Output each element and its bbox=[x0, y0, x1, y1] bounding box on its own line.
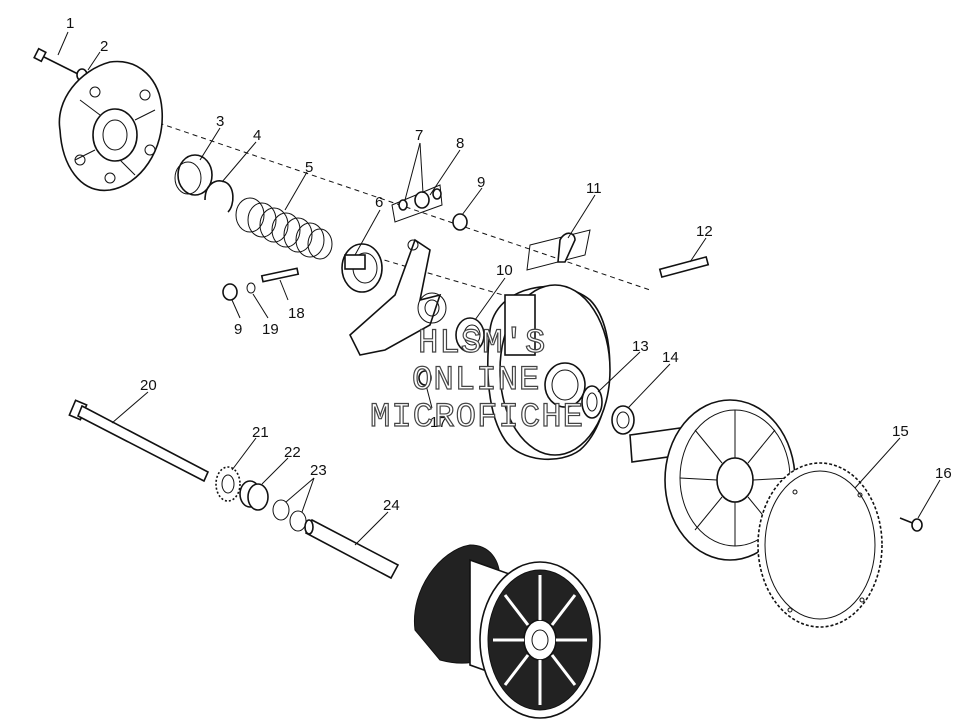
callout-1: 1 bbox=[66, 15, 74, 32]
assembled-clutch bbox=[413, 544, 601, 719]
weight-arm bbox=[349, 238, 447, 356]
callout-21: 21 bbox=[252, 424, 269, 441]
part-20-shaft-bolt bbox=[68, 399, 210, 483]
callout-5: 5 bbox=[305, 159, 313, 176]
part-11-bracket bbox=[526, 229, 591, 271]
callout-17: 17 bbox=[430, 414, 447, 431]
part-23-orings bbox=[272, 499, 307, 532]
callout-22: 22 bbox=[284, 444, 301, 461]
part-19-oring bbox=[246, 282, 256, 294]
callout-9-lower: 9 bbox=[234, 321, 242, 338]
part-18-pin bbox=[260, 267, 300, 283]
part-4-snap-ring bbox=[204, 180, 234, 213]
callout-18: 18 bbox=[288, 305, 305, 322]
callout-23: 23 bbox=[310, 462, 327, 479]
part-10-bushing bbox=[455, 317, 485, 353]
callout-7: 7 bbox=[415, 127, 423, 144]
callout-24: 24 bbox=[383, 497, 400, 514]
callout-11: 11 bbox=[586, 180, 602, 197]
part-6-ramp bbox=[341, 243, 383, 293]
part-9-roller-lower bbox=[222, 283, 238, 301]
part-15-ring-gear bbox=[757, 462, 883, 628]
part-17-fastener bbox=[418, 370, 432, 386]
part-13-washer bbox=[581, 385, 603, 419]
watermark-line-2: ONLINE bbox=[412, 362, 540, 400]
callout-4: 4 bbox=[253, 127, 261, 144]
callout-10: 10 bbox=[496, 262, 513, 279]
callout-16: 16 bbox=[935, 465, 952, 482]
callout-labels: 1 2 3 4 5 6 7 8 9 9 10 11 12 13 14 15 16… bbox=[66, 15, 952, 514]
callout-20: 20 bbox=[140, 377, 157, 394]
part-1-bolt bbox=[33, 47, 79, 75]
callout-15: 15 bbox=[892, 423, 909, 440]
part-22-bushing bbox=[239, 480, 269, 511]
callout-19: 19 bbox=[262, 321, 279, 338]
part-3-bushing bbox=[174, 154, 213, 196]
part-12-pin bbox=[658, 255, 710, 279]
watermark-line-1: HLSM'S bbox=[418, 325, 546, 363]
part-7-8-bracket bbox=[391, 184, 443, 223]
part-9-roller-upper bbox=[452, 213, 468, 231]
callout-14: 14 bbox=[662, 349, 679, 366]
part-16-screw bbox=[899, 517, 923, 532]
part-14-washer bbox=[611, 405, 635, 435]
watermark: HLSM'S ONLINE MICROFICHE bbox=[369, 324, 584, 437]
callout-12: 12 bbox=[696, 223, 713, 240]
watermark-line-3: MICROFICHE bbox=[370, 399, 584, 437]
movable-sheave bbox=[487, 284, 611, 461]
part-21-lock-washer bbox=[215, 466, 241, 502]
part-24-sleeve bbox=[304, 518, 400, 580]
callout-3: 3 bbox=[216, 113, 224, 130]
part-5-spring bbox=[235, 197, 333, 260]
callout-9-upper: 9 bbox=[477, 174, 485, 191]
callout-6: 6 bbox=[375, 194, 383, 211]
cover-cap bbox=[58, 60, 163, 192]
leader-lines bbox=[57, 31, 941, 546]
callout-13: 13 bbox=[632, 338, 649, 355]
callout-8: 8 bbox=[456, 135, 464, 152]
callout-2: 2 bbox=[100, 38, 108, 55]
